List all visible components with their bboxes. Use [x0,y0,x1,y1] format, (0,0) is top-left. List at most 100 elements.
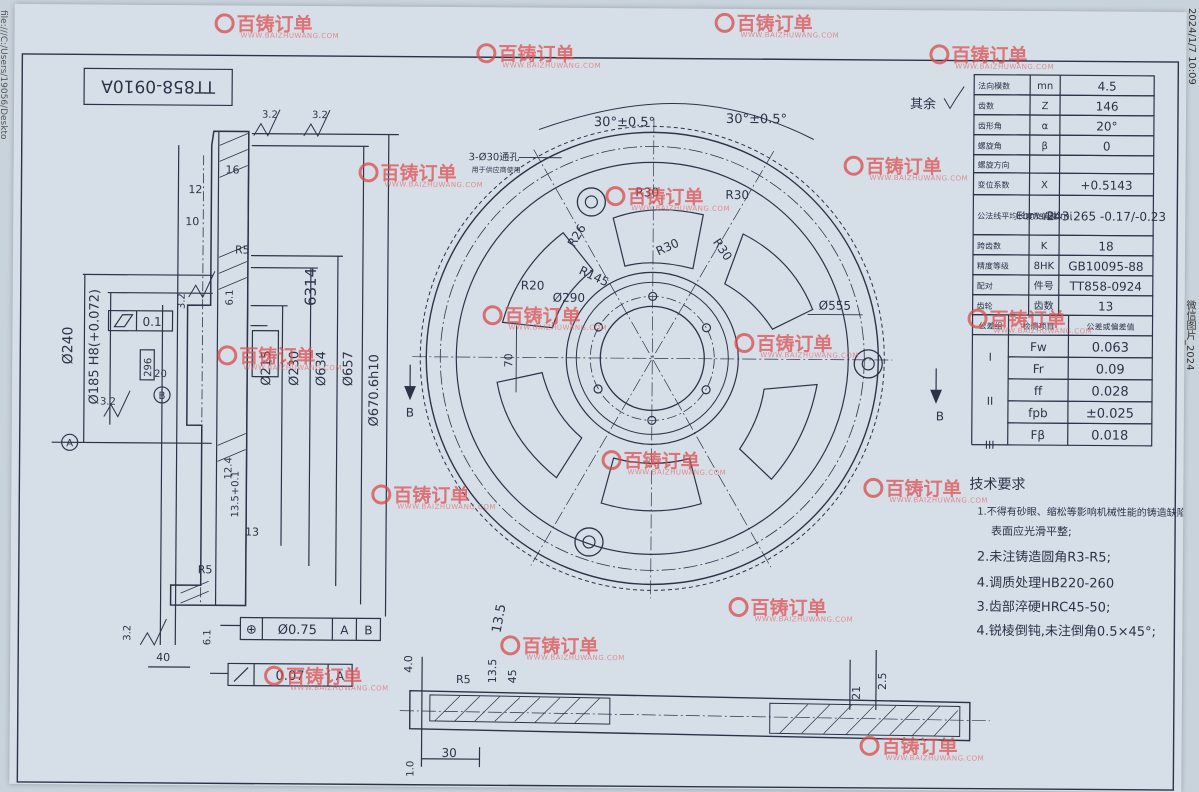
spoke-window-5 [496,372,582,478]
dim-d240: Ø240 [60,326,76,364]
hole-3 [575,528,603,556]
table-row-label: 精度等级 [977,261,1009,271]
dim-d296: 296 [143,358,154,377]
dim-w12: 12 [188,183,202,196]
table-row-symbol: 齿数 [1034,299,1054,312]
runout-value: 0.07 [276,669,305,684]
technical-requirements: 技术要求 1.不得有砂眼、缩松等影响机械性能的铸造缺陷 表面应光滑平整; 2.未… [968,477,1186,641]
tech-req-3: 3.齿部淬硬HRC45-50; [976,600,1110,616]
section-dim-10: 1.0 [405,761,416,777]
table-row [973,295,1153,316]
dim-w6b: 6.1 [202,629,213,645]
table-row-value: 146 [1096,99,1119,113]
drawing-number-box: TT858-0910A [84,68,232,105]
position-tolerance-frame: ⊕ Ø0.75 A B [220,617,380,640]
dim-d555: Ø555 [819,299,851,313]
tol-value: 0.063 [1092,340,1129,355]
table-row-value: 18 [1098,239,1113,253]
dim-w6: 6.1 [225,289,236,305]
dim-w70: 70 [502,353,515,367]
tol-header: 公差组 [978,321,1002,331]
table-row-value: 0 [1103,140,1111,154]
radius-r30-a: R30 [635,185,659,199]
section-dim-135: 13.5 [486,659,499,684]
tech-req-5: 4.锐棱倒钝,未注倒角0.5×45°; [976,623,1156,640]
surface-note: 其余 [910,96,936,112]
section-dim-45: 45 [506,669,519,683]
section-dim-40: 4.0 [402,655,415,673]
table-row-label: 跨齿数 [977,241,1001,251]
drawing-number: TT858-0910A [101,76,216,97]
dim-d634: Ø634 [314,351,329,386]
table-row-value: +0.5143 [1080,178,1132,192]
datum-b-label: B [159,391,166,402]
position-ref-a: A [340,623,349,637]
tol-value: 0.028 [1091,384,1128,399]
section-b-right: B [936,409,944,423]
radius-r30-b: R30 [725,188,749,202]
tol-item: fpb [1028,406,1048,420]
radius-r26: R26 [565,222,589,249]
roughness-4: 3.2 [100,397,116,408]
runout-tolerance-frame: 0.07 A [210,663,352,686]
dim-d185: Ø185 H8(+0.072) [87,289,103,405]
dim-r5b: R5 [198,563,213,576]
tol-row [1008,379,1152,402]
position-symbol: ⊕ [246,623,257,638]
file-path: file:///C:/Users/19056/Deskto [0,10,8,140]
radius-r30-c: R30 [654,236,681,259]
tech-req-2: 2.未注铸造圆角R3-R5; [977,549,1111,566]
table-row-symbol: 8HK [1034,261,1055,272]
table-row-value: TT858-0924 [1069,279,1142,294]
spoke-window-2 [724,234,813,330]
spoke-window-3 [739,384,817,480]
spoke-window-1 [613,209,703,268]
tol-item: ff [1034,384,1043,398]
hub-ring [576,282,729,435]
dim-d6314: 6314 [302,268,320,306]
dim-w1354: 13.5+0.1 [230,471,241,518]
dim-d657: Ø657 [341,351,356,386]
dim-w13: 13 [245,526,259,539]
tol-item: Fr [1033,362,1044,376]
roughness-1: 3.2 [262,110,278,121]
table-row-label: 配对 [977,281,993,291]
table-row-value: GB10095-88 [1068,259,1143,274]
table-row-value: 4.5 [1098,79,1117,93]
table-row-label: 螺旋角 [978,141,1002,151]
table-row-symbol: K [1041,241,1048,252]
tol-value: 0.09 [1096,362,1125,377]
tol-value: ±0.025 [1086,406,1134,421]
tech-req-1: 1.不得有砂眼、缩松等影响机械性能的铸造缺陷 [977,505,1187,519]
rim-hatch [181,133,248,603]
front-view: 30°±0.5° 30°±0.5° 3-Ø30通孔 用于供应商使用 R30 R3… [404,83,965,601]
roughness-2: 3.2 [312,110,328,121]
radius-r20: R20 [521,278,545,292]
section-view: 30 4.0 13.5 13.5 45 R5 1.0 21 2.5 [399,602,990,781]
tech-req-4: 4.调质处理HB220-260 [977,576,1115,592]
position-ref-b: B [364,623,372,637]
dim-w40: 40 [156,651,170,664]
spoke-window-6 [502,232,593,328]
position-value: Ø0.75 [278,623,317,638]
table-row-label: 齿轮 [977,301,993,311]
side-note: 微信图片_2024 [1182,300,1197,370]
angle-left: 30°±0.5° [594,115,655,130]
dim-w10: 10 [185,215,199,228]
flatness-value: 0.1 [142,315,161,329]
roughness-3: 3.2 [177,293,188,309]
section-b-left: B [406,406,414,420]
dim-d230: Ø230 [287,351,302,386]
tol-group: I [989,351,992,364]
table-row-label: 齿数 [978,101,994,111]
tol-row [1008,423,1152,446]
radius-r145: R145 [577,263,611,289]
dim-d670: Ø670.6h10 [367,354,383,426]
tol-item: Fβ [1030,428,1045,442]
table-row-value: 243.265 -0.17/-0.23 [1046,209,1166,224]
section-dim-21: 21 [850,686,863,700]
datum-a-label: A [66,438,73,449]
angle-right: 30°±0.5° [726,112,787,127]
tol-item: Fw [1030,340,1047,354]
